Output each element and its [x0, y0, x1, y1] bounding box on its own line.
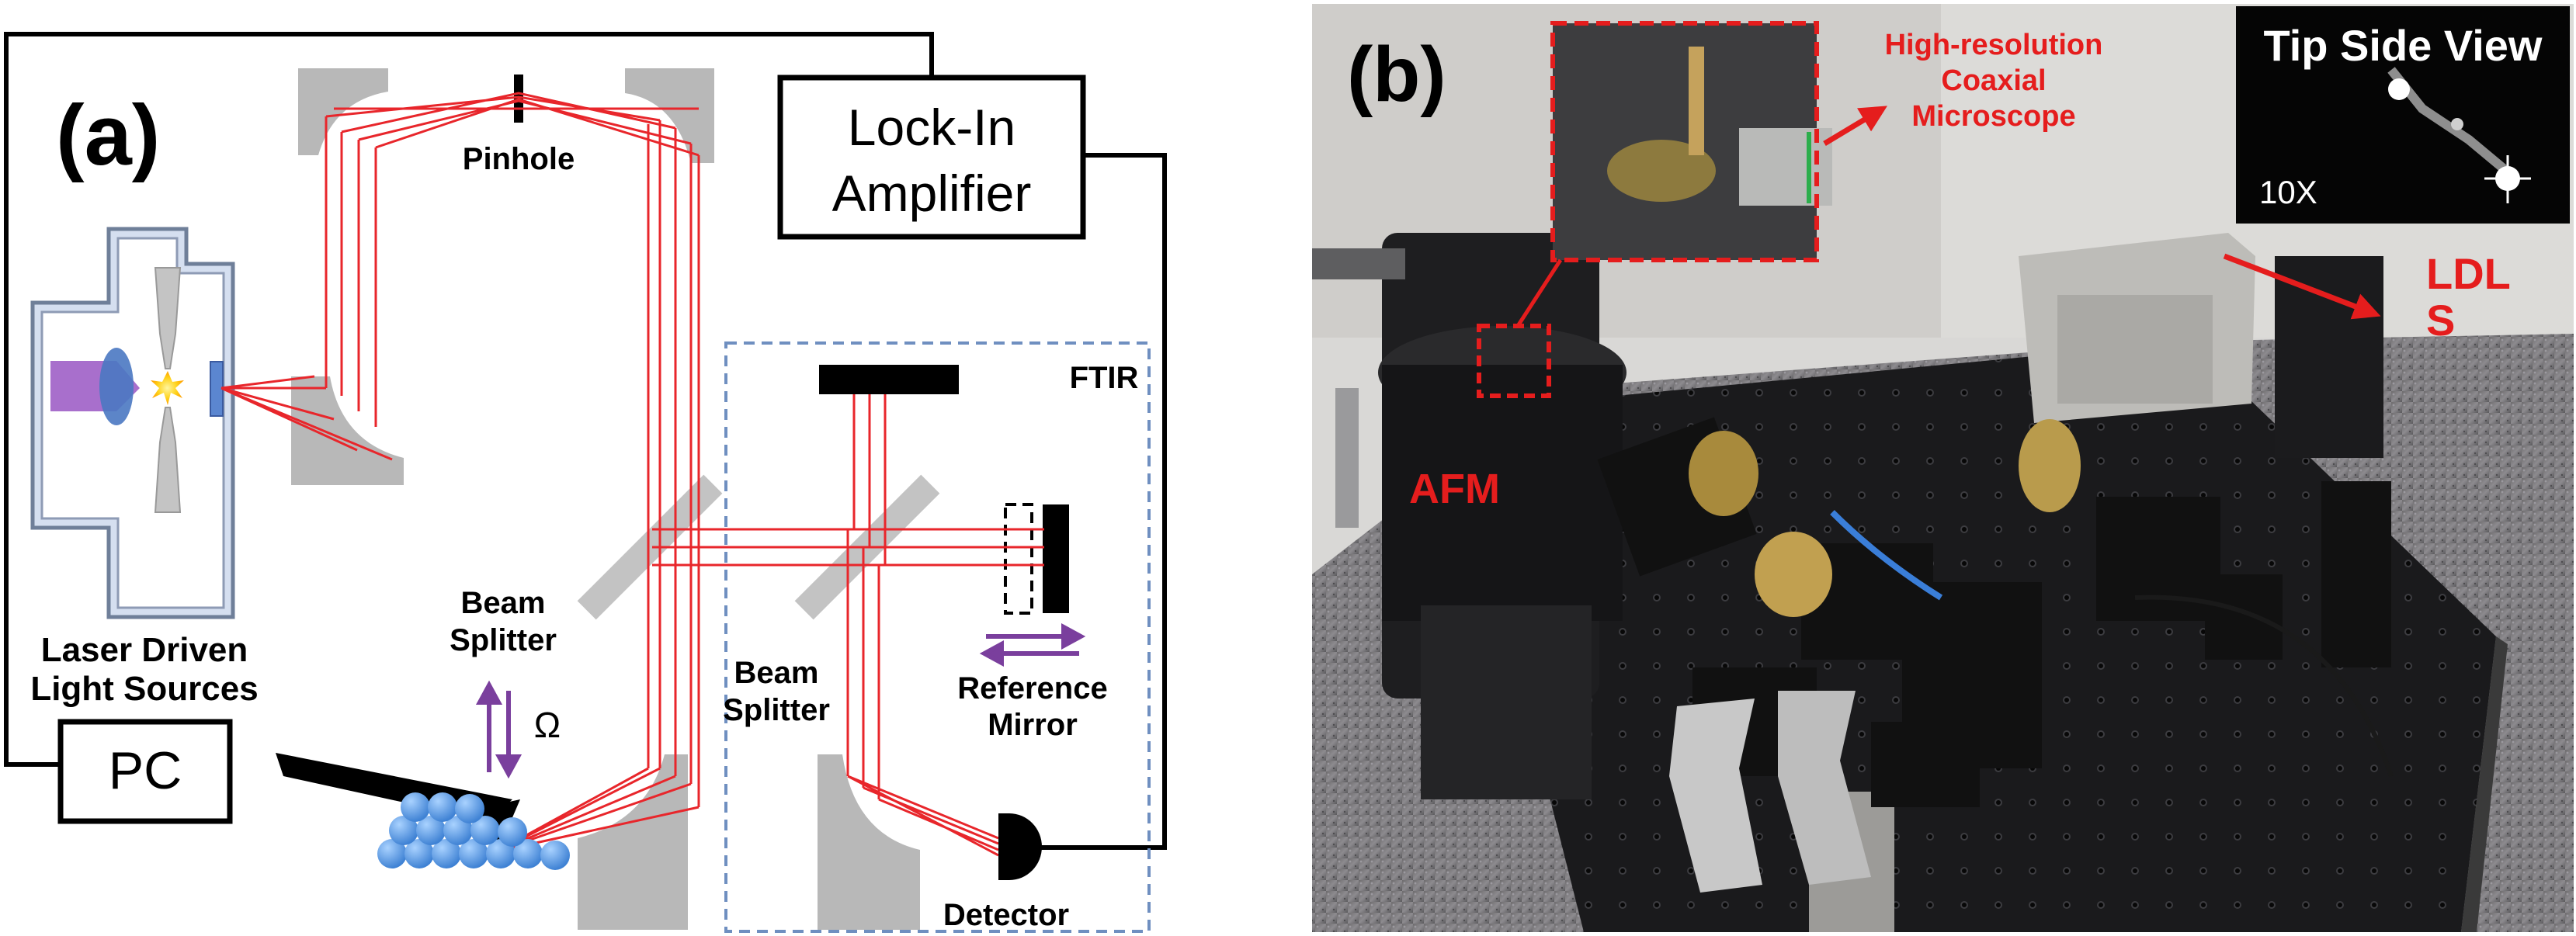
beam-ftir-fixed-arm — [852, 394, 887, 565]
beam-splitter-1-label-1: Beam — [461, 586, 546, 620]
beam-splitter-2-label-1: Beam — [734, 656, 819, 690]
mirror-sample-collection — [578, 754, 688, 930]
beam-splitter-1-label-2: Splitter — [450, 623, 557, 657]
beam-splitter-2-label-2: Splitter — [723, 693, 830, 727]
mirror-top-right — [625, 68, 714, 163]
beam-vertical-right — [647, 120, 700, 807]
afm-label: AFM — [1409, 466, 1500, 512]
beam-ftir-down — [846, 529, 880, 799]
sample-particle — [540, 841, 570, 870]
pinhole-label: Pinhole — [463, 142, 575, 176]
ftir-fixed-mirror — [819, 365, 959, 394]
lamp-electrode-bottom — [154, 407, 182, 513]
panel-b-label: (b) — [1347, 31, 1446, 118]
gold-mirror-3 — [1755, 532, 1832, 617]
ldls-label-1: Laser Driven — [41, 631, 248, 669]
sample-particle — [404, 839, 434, 868]
tip-view-zoom: 10X — [2259, 174, 2317, 210]
laser-driven-light-source — [30, 227, 235, 619]
microscope-arrow — [1823, 106, 1888, 147]
ldls-label-2: Light Sources — [30, 670, 258, 708]
ftir-enclosure — [724, 341, 1151, 933]
beam-source-to-mirror — [220, 375, 393, 461]
ldls-arrow — [2223, 253, 2381, 320]
sample-particle — [455, 794, 484, 823]
beam-to-sample — [496, 767, 700, 853]
omega-symbol: Ω — [534, 705, 561, 745]
reference-mirror-dashed-position — [1004, 503, 1033, 615]
panel-a-label: (a) — [56, 88, 160, 183]
sample-particle — [498, 817, 527, 847]
sample-particle — [428, 792, 457, 822]
sample-particle — [443, 816, 473, 845]
ftir-label: FTIR — [1070, 361, 1139, 395]
zoom-connector — [1515, 258, 1563, 328]
lockin-label-2: Amplifier — [832, 165, 1032, 222]
cable-pc-to-lockin — [4, 32, 934, 767]
afm-zoom-marker — [1477, 324, 1551, 398]
ir-beam-paths — [220, 92, 1044, 857]
panel-b-photograph: Tip Side View 10X (b) High-resolution Co… — [1312, 4, 2574, 932]
gold-mirror-2 — [2019, 419, 2081, 512]
ldls-label-b-1: LDL — [2426, 249, 2511, 298]
mirror-lower-left — [291, 376, 404, 485]
sample-particle — [513, 839, 543, 868]
black-cable — [2134, 595, 2394, 777]
ldls-label-b-2: S — [2426, 296, 2455, 345]
coaxial-label-3: Microscope — [1911, 100, 2075, 133]
coaxial-microscope-inset — [1550, 21, 1832, 262]
ldls-housing — [2019, 233, 2383, 458]
tip-view-title: Tip Side View — [2264, 21, 2543, 70]
sample-particle — [432, 839, 461, 868]
reference-mirror-label-1: Reference — [957, 671, 1107, 705]
beam-vertical-left — [325, 116, 377, 427]
mirror-top-left — [298, 68, 388, 155]
lockin-label-1: Lock-In — [848, 99, 1015, 156]
panel-a-schematic: Lock-In Amplifier PC (a) Laser Dr — [4, 32, 1167, 933]
sample-particle — [389, 816, 418, 845]
sample-particle — [459, 839, 488, 868]
beam-splitter-1 — [577, 474, 723, 620]
pc-label: PC — [109, 741, 182, 800]
sample-particle — [401, 792, 430, 822]
detector-label: Detector — [943, 898, 1069, 932]
lockin-amplifier: Lock-In Amplifier — [777, 75, 1086, 240]
cable-detector-to-lockin — [1040, 153, 1167, 850]
reference-mirror-label-2: Mirror — [988, 708, 1078, 742]
gold-mirror-1 — [1689, 431, 1758, 516]
focusing-lens — [99, 348, 134, 425]
sample-particles — [377, 792, 570, 870]
sample-particle — [470, 816, 500, 845]
tip-side-view-inset — [2236, 6, 2570, 224]
sample-particle — [486, 839, 516, 868]
sample-particle — [377, 839, 407, 868]
mirrors — [291, 68, 920, 930]
reference-mirror — [1043, 504, 1069, 613]
blue-fiber-cable — [1830, 510, 1943, 601]
signal-cables — [4, 32, 1167, 850]
pc-computer: PC — [57, 719, 233, 824]
coaxial-label-2: Coaxial — [1941, 64, 2046, 97]
detector — [998, 813, 1042, 880]
sample-particle — [416, 816, 446, 845]
lamp-electrode-top — [154, 267, 182, 369]
coaxial-label-1: High-resolution — [1885, 29, 2103, 61]
silver-bracket — [1669, 699, 1762, 893]
beam-to-detector — [847, 775, 999, 857]
mirror-detector-focusing — [818, 754, 920, 930]
tip-oscillation-arrows — [475, 680, 522, 779]
plasma-spark — [151, 371, 184, 405]
afm-instrument — [1312, 233, 1626, 799]
beam-top-cross — [325, 92, 700, 157]
reference-mirror-motion-arrows — [979, 622, 1086, 667]
